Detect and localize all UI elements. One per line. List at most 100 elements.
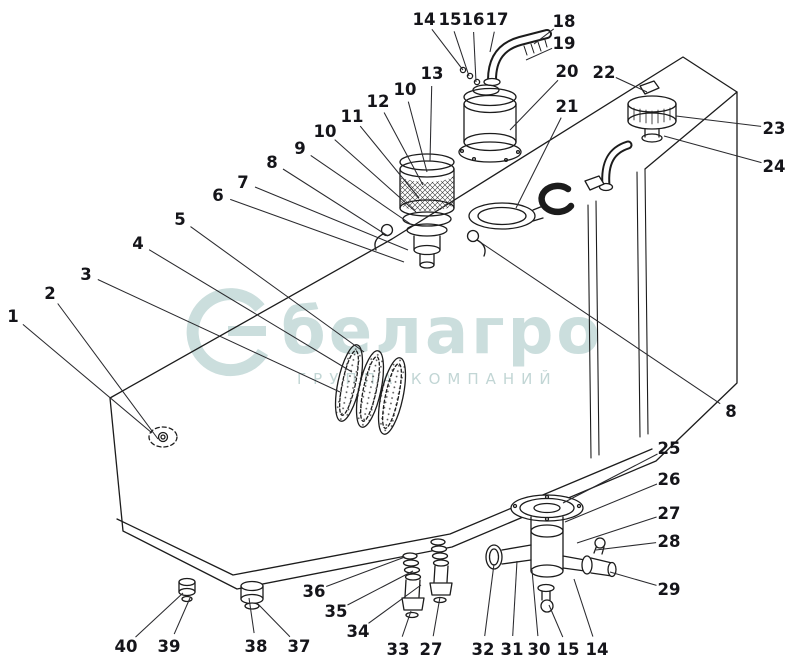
callout-number-9: 9 [294,139,305,158]
leader-line-2 [57,303,159,440]
callout-number-19: 19 [553,34,576,53]
part-breather-elbow [459,29,552,96]
strainer-plate [355,350,385,428]
callout-number-38: 38 [245,637,268,656]
leader-line-24 [663,135,762,164]
leader-line-27 [576,516,657,544]
callout-number-11: 11 [341,107,364,126]
part-hose-fitting-b [429,538,453,604]
part-breather-cap [627,80,677,143]
leader-line-15 [453,31,470,77]
callout-number-25: 25 [658,439,681,458]
leader-line-7 [254,186,409,251]
leader-line-15 [548,604,564,638]
callout-number-8: 8 [725,402,736,421]
leader-line-23 [675,115,762,127]
part-hose-fitting-a [401,552,425,619]
leader-line-38 [248,597,255,634]
part-outlet-valve-assembly [485,494,617,613]
callout-number-13: 13 [421,64,444,83]
leader-line-1 [22,323,153,434]
callout-number-26: 26 [658,470,681,489]
callout-number-37: 37 [288,637,311,656]
tank-body [109,56,738,590]
leader-line-5 [190,226,365,353]
leader-line-17 [489,31,495,53]
leader-line-26 [564,483,658,523]
leader-line-21 [515,117,562,209]
callout-number-2: 2 [44,284,55,303]
leader-line-34 [368,584,422,624]
leader-line-35 [347,570,414,606]
leader-line-13 [429,85,433,162]
leader-line-6 [230,198,405,263]
leader-line-16 [473,31,477,83]
leader-line-36 [326,556,406,587]
callout-number-10: 10 [314,122,337,141]
leader-line-10 [407,101,428,173]
callout-number-24: 24 [763,157,786,176]
tank-seam-lines [587,168,649,459]
callout-number-28: 28 [658,532,681,551]
watermark-subtitle: ГРУППА КОМПАНИЙ [297,369,558,388]
leader-line-22 [615,77,648,93]
leader-line-29 [609,571,657,586]
part-drain-plug-large [240,580,264,610]
callout-number-17: 17 [486,10,509,29]
callout-number-33: 33 [387,640,410,659]
leader-line-40 [135,592,184,638]
callout-number-4: 4 [132,234,143,253]
part-filler-neck [458,87,522,163]
leader-line-10 [334,139,417,213]
tank-right-top-edge [644,91,738,170]
callout-number-16: 16 [462,10,485,29]
callout-number-10: 10 [394,80,417,99]
part-drain-elbow-hose [598,140,633,192]
leader-line-12 [383,112,424,186]
leader-line-11 [359,125,420,199]
callout-number-18: 18 [553,12,576,31]
callout-number-23: 23 [763,119,786,138]
leader-line-31 [512,560,518,637]
leader-line-28 [595,542,657,551]
callout-number-1: 1 [7,307,18,326]
callout-number-12: 12 [367,92,390,111]
callout-number-27: 27 [420,640,443,659]
callout-number-27: 27 [658,504,681,523]
leader-line-32 [484,563,495,637]
leader-line-14 [431,28,464,71]
callout-number-32: 32 [472,640,495,659]
leader-line-8 [479,241,721,405]
mounting-bolts-icon [459,66,481,86]
strainer-plate [377,357,407,435]
leader-line-30 [531,569,539,637]
callout-number-14: 14 [413,10,436,29]
part-drain-plug-small [178,577,196,603]
leader-line-37 [257,603,291,638]
leader-line-18 [533,28,555,45]
callout-number-7: 7 [237,173,248,192]
leader-line-8 [282,168,389,237]
callout-number-20: 20 [556,62,579,81]
callout-number-22: 22 [593,63,616,82]
leader-line-14 [573,578,594,637]
clamp-right-icon [466,229,486,257]
leader-line-4 [148,249,353,373]
callout-number-15: 15 [439,10,462,29]
tank-outline [109,56,738,590]
leader-line-9 [310,154,413,226]
leader-line-27 [432,596,441,637]
part-bracket-block [584,175,605,191]
callout-number-8: 8 [266,153,277,172]
leader-line-25 [562,453,658,504]
callout-number-36: 36 [303,582,326,601]
callout-number-3: 3 [80,265,91,284]
callout-number-35: 35 [325,602,348,621]
part-strainer-plates [334,344,407,435]
callout-number-15: 15 [557,640,580,659]
callout-number-40: 40 [115,637,138,656]
part-gasket-ring [468,202,544,230]
